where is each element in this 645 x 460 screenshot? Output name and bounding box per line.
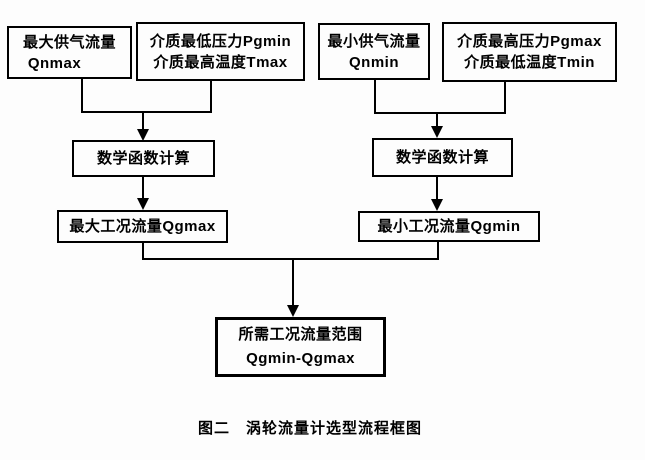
node-min-pressure-max-temp: 介质最低压力Pgmin 介质最高温度Tmax [136,22,305,81]
node-math-function-calc-right: 数学函数计算 [372,138,513,177]
node-min-supply-flow: 最小供气流量 Qnmin [318,23,430,80]
node-label: 数学函数计算 [395,149,489,166]
node-label: 最小工况流量Qgmin [377,218,521,235]
node-sublabel: 介质最低温度Tmin [464,54,595,71]
node-math-function-calc-left: 数学函数计算 [72,140,215,177]
node-sublabel: 介质最高温度Tmax [153,53,288,71]
node-label: 所需工况流量范围 [238,326,363,343]
node-label: 最大工况流量Qgmax [69,218,216,235]
node-sublabel: Qgmin-Qgmax [246,350,355,367]
node-max-pressure-min-temp: 介质最高压力Pgmax 介质最低温度Tmin [442,22,617,82]
node-label: 介质最高压力Pgmax [457,33,602,50]
figure-caption: 图二 涡轮流量计选型流程框图 [197,420,422,437]
node-max-supply-flow: 最大供气流量 Qnmax [7,26,132,79]
node-label: 最大供气流量 [22,33,116,51]
node-label: 最小供气流量 [327,32,421,50]
node-max-working-flow: 最大工况流量Qgmax [57,210,228,243]
node-label: 介质最低压力Pgmin [149,32,292,50]
node-sublabel: Qnmin [349,53,399,71]
node-required-flow-range: 所需工况流量范围 Qgmin-Qgmax [215,317,386,377]
node-sublabel: Qnmax [27,54,82,72]
node-min-working-flow: 最小工况流量Qgmin [358,211,540,242]
node-label: 数学函数计算 [96,150,190,167]
